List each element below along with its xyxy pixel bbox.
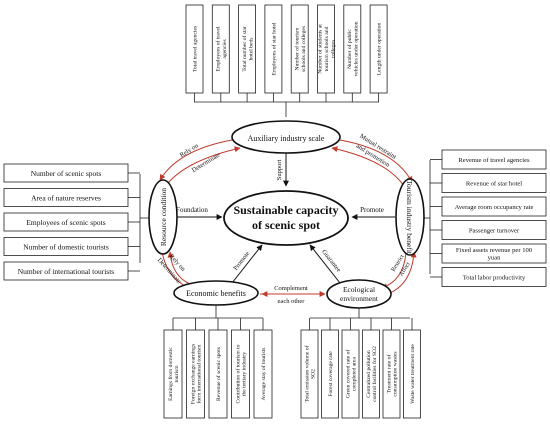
top-indicator-text: Employees of star hotel (270, 22, 277, 75)
left-indicator-box: Number of domestic tourists (3, 237, 129, 256)
top-indicator-box: Number of publicvehicles under operation (343, 4, 362, 94)
right-indicator-box: Passenger turnover (441, 220, 547, 240)
left-indicator-box: Area of nature reserves (3, 188, 129, 207)
ecological-indicator-box: Waste water treatment rate (403, 329, 421, 419)
left-indicator-box: Number of scenic spots (3, 163, 129, 183)
top-indicator-box: Length under operation (369, 4, 388, 94)
top-indicator-text: Total number of starhotel beds (241, 26, 254, 72)
economic-benefits-label: Economic benefits (186, 289, 246, 298)
top-indicator-box: Employees of travelagencies (211, 4, 230, 94)
complement-line1-label: Complement (274, 285, 308, 292)
economic-indicator-text: Revenue of scenic spots (215, 347, 222, 401)
right-indicator-text: Revenue of travel agencies (458, 157, 530, 164)
complement-line2-label: each other (278, 298, 306, 305)
left-indicator-text: Number of international tourists (18, 267, 115, 276)
center-title-line2: of scenic spot (252, 218, 320, 232)
left-indicator-text: Number of scenic spots (31, 169, 102, 178)
top-indicator-text: Number of publicvehicles under operation (346, 21, 359, 76)
resource-condition-label: Resource condition (159, 188, 168, 246)
tourism-industry-label: Tourism industry benefit (405, 180, 414, 255)
ecological-indicator-box: Green covered rate ofcompleted area (341, 329, 360, 419)
top-indicator-box: Number of students attourism schools and… (317, 4, 337, 94)
right-indicator-box: Revenue of star hotel (441, 173, 547, 193)
center-title-line1: Sustainable capacity (233, 203, 338, 217)
left-indicator-text: Employees of scenic spots (26, 218, 105, 227)
top-indicator-text: Number of students attourism schools and… (317, 24, 337, 74)
ecological-indicator-text: Treatment rate ofconsumption wastes (385, 351, 398, 396)
center-node: Sustainable capacity of scenic spot (223, 190, 349, 246)
economic-indicator-box: Earnings from domestictourism (163, 329, 183, 419)
right-indicator-text: Revenue of star hotel (466, 180, 522, 187)
right-indicator-box: Total labor productivity (441, 267, 547, 287)
economic-indicator-text: Average stay of tourists (260, 348, 267, 401)
economic-indicator-group: Earnings from domestictourism Foreign exc… (163, 329, 273, 419)
right-indicator-text: Passenger turnover (469, 227, 520, 234)
top-indicator-box: Total travel agencies (185, 4, 204, 94)
resource-condition-node: Resource condition (148, 179, 178, 255)
ecological-indicator-text: Green covered rate ofcompleted area (344, 350, 357, 399)
top-indicator-text: Total travel agencies (192, 26, 198, 72)
right-indicator-text: Total labor productivity (463, 274, 526, 281)
economic-indicator-text: Earnings from domestictourism (167, 347, 180, 401)
ecological-indicator-box: Total emission volume ofSO2 (300, 329, 319, 419)
ecological-indicator-box: Centralized pollutioncontrol facilities … (362, 329, 380, 419)
top-indicator-text: Length under operation (377, 23, 383, 76)
ecological-indicator-text: Total emission volume ofSO2 (303, 345, 316, 402)
left-indicator-text: Area of nature reserves (31, 194, 101, 203)
relation-arrows (159, 139, 417, 297)
ecological-environment-node: Ecological environment (326, 279, 392, 309)
ecological-label-line2: environment (340, 294, 379, 303)
economic-indicator-text: Contribution of tourism tothe tertiary i… (234, 344, 247, 403)
ecological-indicator-text: Forest coverage rate (328, 351, 334, 397)
ecological-indicator-text: Waste water treatment rate (410, 344, 416, 404)
top-indicator-box: Total number of starhotel beds (238, 4, 257, 94)
ecological-label-line1: Ecological (343, 285, 375, 294)
foundation-label: Foundation (176, 206, 208, 214)
promote-left-label: Promote (232, 250, 251, 272)
guarantee-label: Guarantee (320, 248, 342, 273)
left-indicator-text: Number of domestic tourists (23, 243, 109, 252)
right-indicator-text: Average room occupancy rate (455, 204, 534, 211)
ecological-indicator-text: Centralized pollutioncontrol facilities … (366, 346, 378, 402)
indicator-ticks (128, 93, 442, 330)
economic-indicator-box: Revenue of scenic spots (208, 329, 228, 419)
right-indicator-box: Revenue of travel agencies (441, 149, 547, 170)
ecological-indicator-group: Total emission volume ofSO2 Forest covera… (300, 329, 421, 419)
top-indicator-text: Number of tourismschools and colleges (293, 26, 306, 72)
top-indicator-text: Employees of travelagencies (215, 26, 228, 71)
economic-indicator-box: Foreign exchange earningsform internatio… (186, 329, 205, 419)
ecological-indicator-box: Treatment rate ofconsumption wastes (382, 329, 401, 419)
auxiliary-industry-label: Auxiliary industry scale (248, 134, 325, 143)
support-label: Support (276, 160, 283, 181)
top-indicator-box: Number of tourismschools and colleges (290, 4, 309, 94)
economic-indicator-text: Foreign exchange earningsform internatio… (190, 344, 202, 404)
left-indicator-box: Employees of scenic spots (3, 212, 129, 232)
tourism-industry-node: Tourism industry benefit (395, 178, 425, 256)
right-indicator-box: Average room occupancy rate (441, 196, 547, 217)
economic-indicator-box: Contribution of tourism tothe tertiary i… (231, 329, 250, 419)
ecological-indicator-box: Forest coverage rate (321, 329, 339, 419)
left-indicator-box: Number of international tourists (3, 261, 129, 281)
economic-benefits-node: Economic benefits (173, 280, 259, 306)
promote-right-label: Promote (360, 206, 384, 214)
top-indicator-box: Employees of star hotel (264, 4, 283, 94)
auxiliary-industry-node: Auxiliary industry scale (231, 120, 341, 154)
economic-indicator-box: Average stay of tourists (253, 329, 273, 419)
top-indicator-group: Total travel agencies Employees of travel… (185, 4, 388, 94)
